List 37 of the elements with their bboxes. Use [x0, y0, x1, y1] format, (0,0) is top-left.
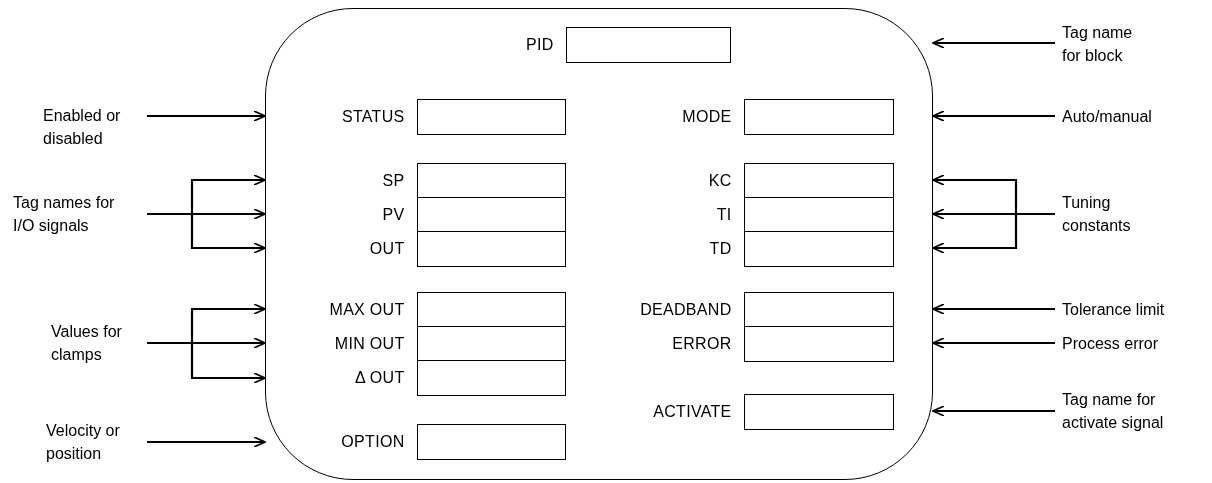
field-label: MAX OUT — [329, 299, 405, 320]
annotation-text: Tuning constants — [1062, 191, 1152, 237]
arrow — [147, 436, 266, 448]
field-label: SP — [382, 170, 405, 191]
field-label: OUT — [369, 238, 405, 259]
annotation-text: Values for clamps — [51, 320, 143, 366]
arrow — [932, 405, 1055, 417]
field-label: PID — [525, 34, 554, 55]
annotation-text: Enabled or disabled — [43, 104, 143, 150]
field-label: TD — [709, 238, 732, 259]
arrow — [932, 303, 1055, 315]
field-label: TI — [716, 204, 732, 225]
field-label: STATUS — [341, 106, 405, 127]
field-label: KC — [708, 170, 732, 191]
field-label: ERROR — [672, 333, 732, 354]
annotation-text: Tag name for block — [1062, 21, 1148, 67]
arrow — [932, 37, 1055, 49]
arrow — [147, 110, 266, 122]
arrow — [147, 212, 266, 254]
annotation-text: Process error — [1062, 332, 1202, 355]
field-label: MIN OUT — [334, 333, 405, 354]
field-label: MODE — [682, 106, 732, 127]
annotation-text: Tag names for I/O signals — [13, 191, 125, 237]
field-label: DEADBAND — [640, 299, 732, 320]
field-label: PV — [382, 204, 405, 225]
arrow — [932, 212, 1055, 254]
arrow — [932, 110, 1055, 122]
field-label: Δ OUT — [354, 367, 405, 388]
arrow — [932, 337, 1055, 349]
field-label: ACTIVATE — [653, 401, 732, 422]
field-label: OPTION — [341, 431, 405, 452]
annotation-text: Auto/manual — [1062, 105, 1182, 128]
arrow — [147, 341, 266, 384]
annotation-text: Tag name for activate signal — [1062, 388, 1187, 434]
annotation-text: Tolerance limit — [1062, 298, 1202, 321]
annotation-text: Velocity or position — [46, 419, 142, 465]
function-block — [265, 8, 933, 480]
